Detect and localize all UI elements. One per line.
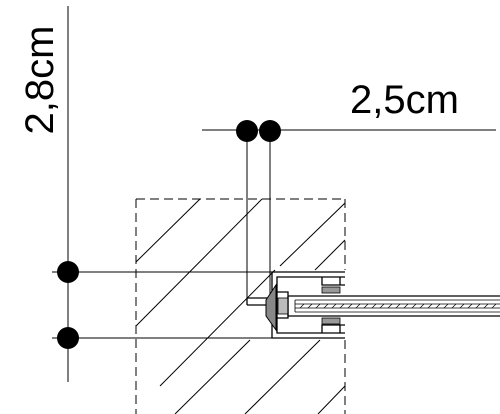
glass-hatch-mark: [307, 303, 313, 309]
horizontal-dimension-label: 2,5cm: [350, 78, 459, 122]
glass-hatch-mark: [363, 303, 369, 309]
glass-hatch-mark: [435, 303, 441, 309]
glass-hatch-mark: [355, 303, 361, 309]
vertical-dimension-marker-top: [57, 261, 79, 283]
glass-hatch-mark: [299, 303, 305, 309]
glass-hatch-mark: [395, 303, 401, 309]
glass-hatch-mark: [419, 303, 425, 309]
vertical-dimension: [52, 6, 272, 382]
glass-hatch-mark: [323, 303, 329, 309]
frame-profile: [246, 271, 345, 339]
wall-hatching: [135, 198, 346, 414]
glass-hatch-mark: [491, 303, 497, 309]
glass-interlayer-hatching: [299, 303, 497, 309]
glazing-seal: [265, 283, 341, 332]
horizontal-dimension: [202, 120, 496, 305]
glass-pane: [287, 295, 500, 317]
glass-hatch-mark: [331, 303, 337, 309]
vertical-dimension-label: 2,8cm: [18, 25, 62, 135]
glass-hatch-mark: [443, 303, 449, 309]
glass-hatch-mark: [459, 303, 465, 309]
glass-hatch-mark: [411, 303, 417, 309]
glass-hatch-mark: [387, 303, 393, 309]
glass-hatch-mark: [339, 303, 345, 309]
glass-hatch-mark: [379, 303, 385, 309]
glass-hatch-mark: [483, 303, 489, 309]
glass-hatch-mark: [347, 303, 353, 309]
glass-hatch-mark: [403, 303, 409, 309]
horizontal-dimension-marker-left: [236, 120, 258, 142]
horizontal-dimension-marker-right: [259, 120, 281, 142]
vertical-dimension-marker-bottom: [57, 327, 79, 349]
glass-hatch-mark: [371, 303, 377, 309]
glass-hatch-mark: [467, 303, 473, 309]
glass-hatch-mark: [427, 303, 433, 309]
glass-hatch-mark: [315, 303, 321, 309]
glass-hatch-mark: [451, 303, 457, 309]
wall-block-outline: [135, 198, 346, 414]
glass-hatch-mark: [475, 303, 481, 309]
